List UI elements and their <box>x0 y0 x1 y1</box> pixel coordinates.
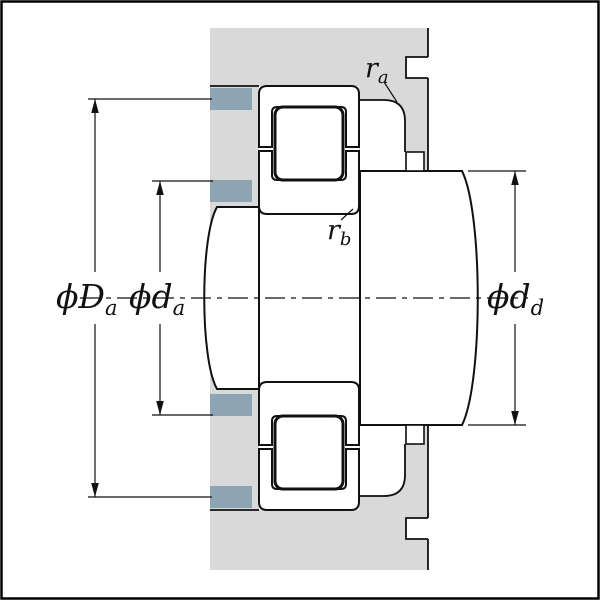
dimension-label-dd: ϕdd <box>487 277 544 320</box>
label-rb-main: r <box>327 215 342 246</box>
fit-zone-rect <box>210 180 252 202</box>
leader-line-rb <box>340 208 354 221</box>
extension-lines-da <box>152 180 213 416</box>
fit-zone-rect <box>210 486 252 508</box>
fillet-label-rb: rb <box>327 215 351 250</box>
fit-zone-rect <box>210 88 252 110</box>
bearing-bottom-section <box>258 381 360 511</box>
housing-shoulder-fillet-top <box>360 99 406 152</box>
locating-block-top <box>405 151 425 172</box>
dimension-Da: ϕDa <box>56 98 212 498</box>
label-ra-main: r <box>365 53 380 84</box>
label-dd-main: ϕd <box>487 277 531 316</box>
dimension-label-da: ϕda <box>129 277 185 320</box>
arrowhead-up-da <box>156 181 164 195</box>
face-groove-bottom <box>406 518 428 539</box>
face-groove-outline-bottom <box>405 517 428 540</box>
label-da-main: ϕd <box>129 277 173 316</box>
label-ra-sub: a <box>378 67 389 88</box>
roller-top <box>273 105 345 182</box>
face-groove-outline-top <box>405 56 428 79</box>
label-da-sub: a <box>173 296 186 320</box>
extension-lines-dd <box>468 170 526 426</box>
bearing-top-section <box>258 85 360 215</box>
inner-ring-bottom <box>258 381 360 446</box>
dimension-da: ϕda <box>129 180 213 416</box>
fillet-callout-ra: ra <box>365 53 398 103</box>
housing-outline <box>210 28 429 570</box>
extension-lines-Da <box>88 98 212 498</box>
arrowhead-down-Da <box>91 483 99 497</box>
fillet-label-ra: ra <box>365 53 389 88</box>
dimension-dd: ϕdd <box>468 170 544 426</box>
leader-line-ra <box>383 81 398 103</box>
arrowhead-down-da <box>156 401 164 415</box>
face-groove-top <box>406 57 428 78</box>
fit-zone-rect <box>210 394 252 416</box>
label-Da-sub: a <box>105 296 118 320</box>
label-Da-main: ϕD <box>56 277 105 316</box>
housing-shoulder-recess-top <box>360 100 405 171</box>
dimension-label-Da: ϕDa <box>56 277 117 320</box>
arrowhead-up-dd <box>511 171 519 185</box>
locating-block-bottom <box>405 424 425 445</box>
inner-ring-top <box>258 150 360 215</box>
fillet-callout-rb: rb <box>327 208 354 250</box>
outer-ring-top <box>258 85 360 148</box>
arrowhead-up-Da <box>91 99 99 113</box>
fit-zones <box>210 88 252 508</box>
outer-ring-bottom <box>258 448 360 511</box>
arrowhead-down-dd <box>511 411 519 425</box>
housing-shoulder-fillet-bottom <box>360 444 406 497</box>
label-dd-sub: d <box>531 296 544 320</box>
label-rb-sub: b <box>340 229 352 250</box>
housing-shoulder-recess-bottom <box>360 425 405 496</box>
roller-bottom <box>273 414 345 491</box>
